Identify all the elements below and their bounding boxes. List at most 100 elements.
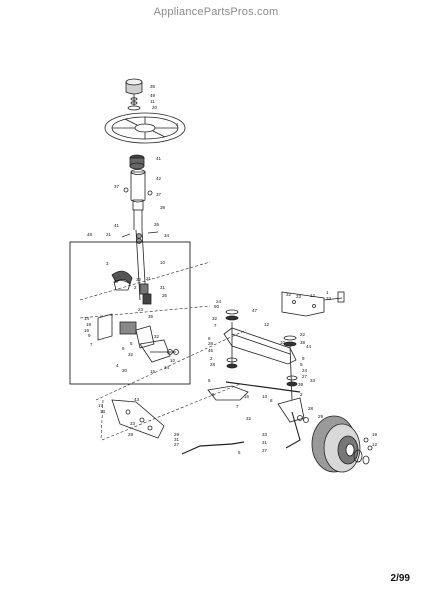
- callout: 29: [174, 432, 180, 437]
- callout: 45: [208, 348, 214, 353]
- callout: 32: [136, 277, 142, 282]
- callout: 36: [150, 84, 156, 89]
- callout: 9: [208, 336, 211, 341]
- callout: 10: [280, 340, 286, 345]
- callout: 12: [372, 442, 378, 447]
- callout: 8: [270, 398, 273, 403]
- callout: 6: [122, 346, 125, 351]
- callout: 39: [298, 382, 304, 387]
- callout: 17: [98, 403, 104, 408]
- callout: 4: [116, 363, 119, 368]
- callout: 9: [88, 333, 91, 338]
- callout: 23: [296, 294, 302, 299]
- right-spindle: [277, 335, 305, 423]
- callout: 31: [262, 440, 268, 445]
- callout: 11: [150, 99, 155, 104]
- part-callouts: 36 49 11 20 1 41 42 37 37 38 41 26 34 21…: [84, 84, 378, 455]
- callout: 31: [174, 437, 180, 442]
- callout: 26: [154, 222, 160, 227]
- callout: 33: [326, 296, 332, 301]
- steering-column: [130, 169, 146, 230]
- callout: 44: [306, 344, 312, 349]
- callout: 27: [114, 279, 120, 284]
- callout: 2: [134, 285, 137, 290]
- callout: 32: [286, 292, 292, 297]
- callout: 15: [244, 394, 250, 399]
- callout: 28: [210, 362, 216, 367]
- callout: 28: [128, 432, 134, 437]
- callout: 19: [372, 432, 378, 437]
- callout: 7: [214, 323, 217, 328]
- steering-gear-segment: [111, 270, 133, 291]
- axle-mount-plate: [281, 291, 345, 317]
- callout: 15: [150, 369, 156, 374]
- pinion-gear: [139, 283, 152, 305]
- callout: 38: [160, 205, 166, 210]
- callout: 2: [300, 392, 303, 397]
- steering-wheel: [104, 112, 186, 144]
- callout: 12: [310, 293, 316, 298]
- callout: 30: [122, 368, 128, 373]
- hub-adapter: [129, 154, 145, 170]
- callout: 14: [164, 365, 170, 370]
- callout: 28: [308, 406, 314, 411]
- callout: 32: [128, 352, 134, 357]
- callout: 37: [114, 184, 120, 189]
- callout: 27: [262, 448, 268, 453]
- callout: 5: [300, 362, 303, 367]
- callout: 13: [262, 394, 268, 399]
- callout: 32: [154, 334, 160, 339]
- callout: 24: [216, 299, 222, 304]
- callout: 41: [156, 156, 162, 161]
- sector-bracket: [97, 313, 179, 363]
- callout: 20: [152, 105, 158, 110]
- callout: 33: [310, 378, 316, 383]
- callout: 50: [214, 304, 220, 309]
- callout: 1: [176, 122, 179, 127]
- callout: 10: [160, 260, 166, 265]
- callout: 7: [90, 342, 93, 347]
- callout: 5: [238, 450, 241, 455]
- callout: 47: [252, 308, 258, 313]
- callout: 12: [264, 322, 270, 327]
- callout: 49: [150, 93, 156, 98]
- callout: 27: [174, 442, 180, 447]
- callout: 23: [138, 307, 144, 312]
- callout: 48: [87, 232, 93, 237]
- steering-cap: [125, 78, 143, 95]
- callout: 21: [106, 232, 112, 237]
- spindle-arm: [285, 411, 301, 449]
- page-number: 2/99: [390, 573, 410, 584]
- callout: 3: [106, 261, 109, 266]
- callout: 13: [100, 409, 106, 414]
- callout: 43: [134, 397, 140, 402]
- callout: 19: [86, 322, 92, 327]
- left-spindle: [207, 309, 249, 401]
- wheel-hub: [297, 415, 309, 423]
- callout: 27: [302, 374, 308, 379]
- callout: 5: [208, 378, 211, 383]
- callout: 1: [326, 290, 329, 295]
- callout: 34: [164, 233, 170, 238]
- front-wheel: [311, 415, 370, 473]
- callout: 32: [212, 316, 218, 321]
- lower-bracket: [111, 399, 165, 439]
- callout: 2: [210, 356, 213, 361]
- callout: 42: [156, 176, 162, 181]
- callout: 28: [208, 341, 214, 346]
- callout: 26: [162, 293, 168, 298]
- tie-rod: [225, 381, 301, 393]
- callout: 38: [300, 340, 306, 345]
- callout: 29: [318, 414, 324, 419]
- callout: 22: [300, 332, 306, 337]
- callout: 9: [302, 356, 305, 361]
- callout: 24: [302, 368, 308, 373]
- callout: 35: [148, 314, 154, 319]
- callout: 14: [84, 316, 90, 321]
- callout: 41: [114, 223, 120, 228]
- drag-link: [181, 441, 245, 455]
- callout: 33: [262, 432, 268, 437]
- callout: 37: [156, 192, 162, 197]
- callout: 31: [160, 285, 166, 290]
